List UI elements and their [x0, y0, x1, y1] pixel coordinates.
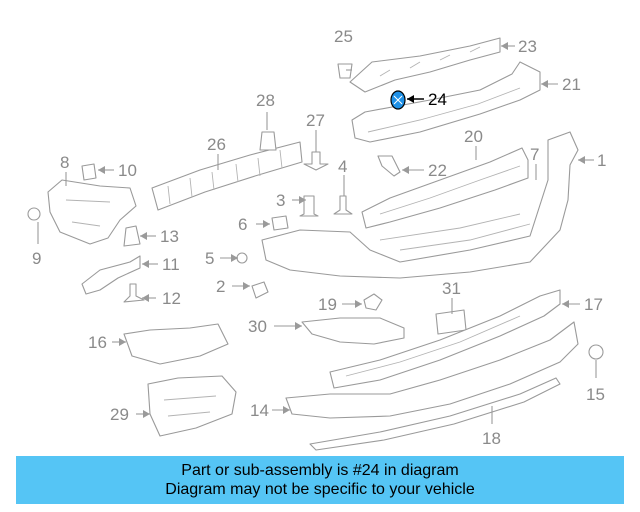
callout-23: 23	[518, 37, 537, 56]
callout-5: 5	[205, 249, 214, 268]
callout-16: 16	[88, 333, 107, 352]
callout-22: 22	[428, 161, 447, 180]
part-29-support	[147, 375, 237, 437]
part-16-extension	[123, 323, 229, 365]
callout-6: 6	[238, 215, 247, 234]
callout-28: 28	[256, 91, 275, 110]
callout-29: 29	[110, 405, 129, 424]
part-14-lower-cover	[285, 321, 579, 419]
callout-25: 25	[334, 27, 353, 46]
callout-7: 7	[530, 145, 539, 164]
callout-26: 26	[207, 135, 226, 154]
part-24-highlighted[interactable]	[390, 90, 406, 110]
arrowheads	[98, 42, 585, 418]
callout-27: 27	[306, 111, 325, 130]
part-20-absorber	[361, 147, 529, 229]
callout-14: 14	[250, 401, 269, 420]
info-banner: Part or sub-assembly is #24 in diagram D…	[16, 456, 624, 504]
callout-13: 13	[160, 227, 179, 246]
parts-diagram: 1 2 3 4 5 6 7 8 9 10 11 12 13 14 15 16 1…	[27, 27, 606, 451]
callout-20: 20	[464, 127, 483, 146]
part-18-trim	[309, 377, 561, 451]
part-11-bracket	[81, 255, 141, 295]
callout-17: 17	[584, 295, 603, 314]
part-31-bracket	[435, 309, 467, 335]
callout-31: 31	[442, 279, 461, 298]
callout-11: 11	[162, 255, 180, 274]
callout-4: 4	[338, 157, 347, 176]
callout-2: 2	[216, 277, 225, 296]
part-1-bumper-cover	[261, 131, 579, 279]
callout-labels: 1 2 3 4 5 6 7 8 9 10 11 12 13 14 15 16 1…	[32, 27, 606, 448]
banner-line-1: Part or sub-assembly is #24 in diagram	[181, 462, 459, 479]
callout-9: 9	[32, 249, 41, 268]
part-21-reinforcement	[351, 61, 541, 143]
callout-24: 24	[428, 90, 447, 109]
fasteners	[27, 63, 604, 360]
banner-line-2: Diagram may not be specific to your vehi…	[165, 481, 475, 498]
callout-18: 18	[482, 429, 501, 448]
callout-10: 10	[118, 161, 137, 180]
part-26-absorber	[151, 141, 303, 211]
part-23-bracket	[349, 37, 501, 93]
part-17-valance	[329, 289, 561, 389]
part-19-clip	[363, 293, 383, 311]
part-8-side-bracket	[47, 179, 137, 245]
callout-21: 21	[562, 75, 581, 94]
callout-19: 19	[318, 295, 337, 314]
callout-1: 1	[597, 151, 606, 170]
callout-8: 8	[60, 153, 69, 172]
callout-30: 30	[248, 317, 267, 336]
callout-12: 12	[162, 289, 181, 308]
callout-15: 15	[586, 385, 605, 404]
callout-3: 3	[276, 191, 285, 210]
part-30-reflector	[301, 317, 405, 345]
